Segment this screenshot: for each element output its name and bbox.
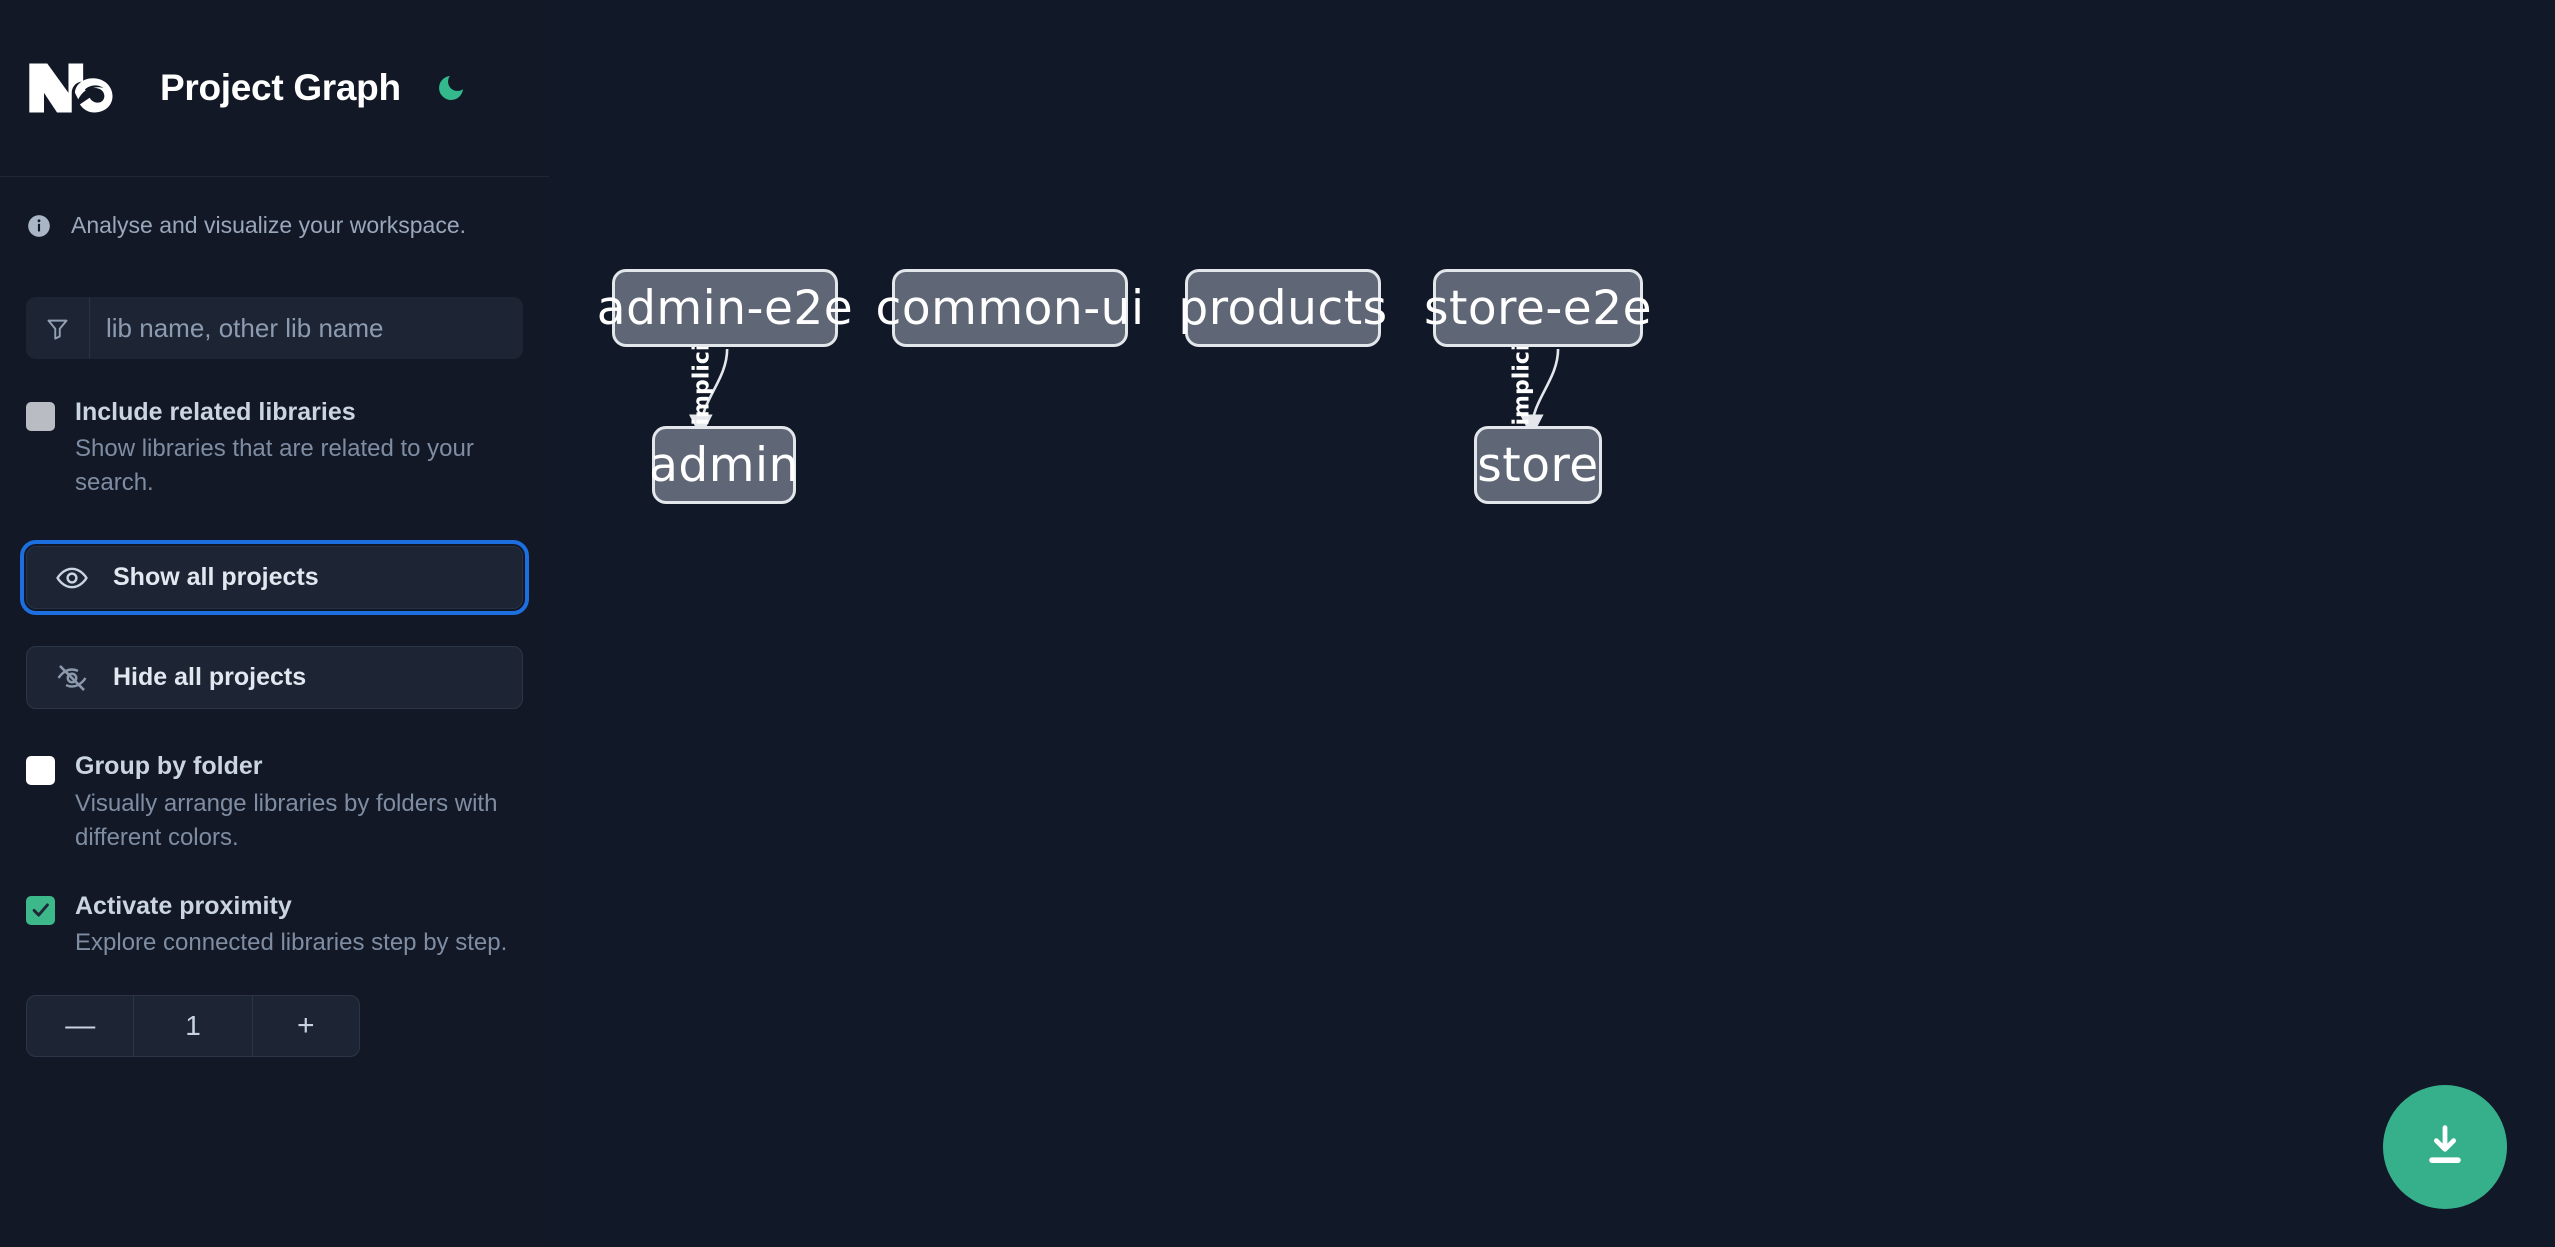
checkbox-label: Activate proximity [75,891,292,920]
funnel-icon [26,297,90,359]
checkbox-label: Group by folder [75,752,263,781]
edge-label-implicit: implicit [1509,333,1535,426]
graph-node-products[interactable]: products [1178,269,1387,347]
eye-off-icon [55,661,93,695]
checkbox-checked-icon[interactable] [26,895,55,925]
graph-canvas[interactable]: implicit implicit admin-e2e common-ui pr… [549,0,2555,1247]
proximity-decrement-button[interactable]: — [27,996,135,1057]
proximity-stepper: — 1 + [26,995,360,1058]
checkbox-activate-proximity[interactable]: Activate proximity Explore connected lib… [26,891,523,960]
sidebar: Project Graph Analyse and visualize your… [0,0,549,1247]
checkbox-unchecked-icon[interactable] [26,756,55,786]
show-all-projects-button[interactable]: Show all projects [20,540,529,616]
graph-node-store-e2e[interactable]: store-e2e [1424,269,1652,347]
proximity-increment-button[interactable]: + [251,996,359,1057]
info-row: Analyse and visualize your workspace. [0,177,549,239]
sidebar-header: Project Graph [0,0,549,177]
checkbox-include-related-libraries[interactable]: Include related libraries Show libraries… [26,397,523,500]
checkbox-unchecked-icon[interactable] [26,402,55,431]
checkbox-description: Explore connected libraries step by step… [75,929,508,957]
checkbox-label: Include related libraries [75,398,356,426]
graph-node-admin-e2e[interactable]: admin-e2e [597,269,853,347]
info-icon [26,213,52,239]
hide-all-projects-label: Hide all projects [113,663,307,692]
download-icon [2419,1119,2471,1176]
show-all-projects-label: Show all projects [113,563,319,592]
page-title: Project Graph [160,67,401,108]
graph-node-common-ui[interactable]: common-ui [876,269,1144,347]
search-input[interactable] [90,297,523,359]
eye-icon [55,561,93,595]
edge-label-implicit: implicit [689,333,715,426]
download-image-button[interactable] [2383,1085,2507,1209]
graph-edges [688,348,1560,438]
graph-node-store[interactable]: store [1474,426,1602,504]
filter-box [26,297,523,359]
proximity-value: 1 [185,1010,201,1042]
hide-all-projects-button[interactable]: Hide all projects [26,646,523,710]
moon-icon[interactable] [431,68,471,108]
info-text: Analyse and visualize your workspace. [71,212,467,238]
checkbox-group-by-folder[interactable]: Group by folder Visually arrange librari… [26,751,523,854]
checkbox-description: Visually arrange libraries by folders wi… [75,789,498,851]
nx-logo-icon [26,57,124,119]
graph-node-admin[interactable]: admin [649,426,798,504]
checkbox-description: Show libraries that are related to your … [75,435,474,497]
